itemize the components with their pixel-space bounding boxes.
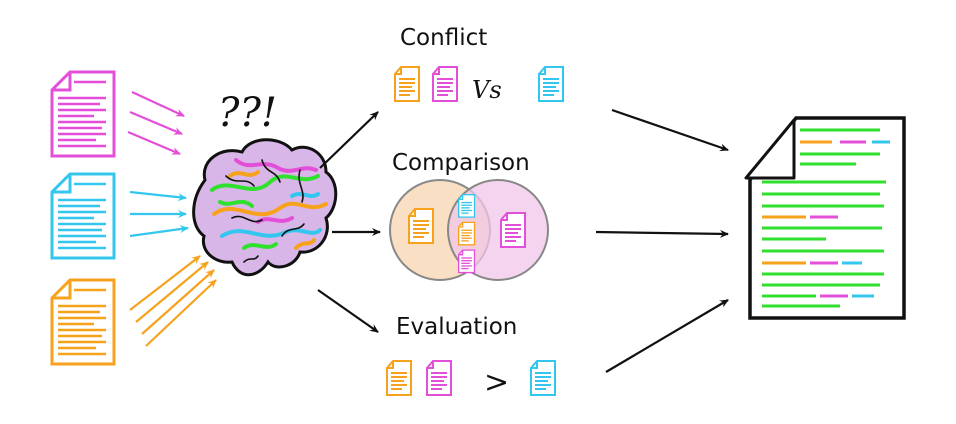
cyan-document-icon [50, 172, 116, 260]
magenta-arrow [129, 110, 183, 136]
orange-doc-icon [394, 66, 420, 102]
orange-doc-icon [408, 208, 434, 244]
cyan-arrows [129, 190, 189, 238]
magenta-doc-icon [426, 360, 452, 396]
orange-arrow [145, 279, 217, 347]
magenta-doc-icon [500, 212, 526, 248]
comparison-label: Comparison [392, 150, 530, 176]
greater-than-text: > [484, 365, 509, 400]
magenta-doc-icon [432, 66, 458, 102]
confusion-text: ??! [218, 90, 277, 136]
merged-document-icon [744, 116, 906, 320]
arrow-to-conflict [319, 111, 379, 169]
magenta-arrow [127, 130, 181, 156]
magenta-arrows [127, 91, 185, 156]
magenta-arrow [131, 91, 185, 117]
orange-arrow [129, 255, 201, 311]
magenta-document-icon [50, 70, 116, 158]
arrow-to-evaluation [317, 289, 379, 333]
magenta-doc-icon [458, 249, 476, 274]
cyan-arrow [129, 225, 189, 238]
cyan-doc-icon [538, 66, 564, 102]
cyan-doc-icon [530, 360, 556, 396]
cyan-arrow [129, 190, 187, 202]
orange-arrow [135, 261, 209, 323]
arrow-comparison-to-output [595, 229, 729, 238]
orange-arrow [141, 269, 215, 335]
orange-doc-icon [458, 221, 476, 246]
orange-arrows [129, 255, 217, 347]
arrow-evaluation-to-output [605, 299, 729, 373]
venn-diagram [389, 179, 549, 281]
orange-doc-icon [386, 360, 412, 396]
conflict-label: Conflict [400, 25, 487, 51]
orange-document-icon [50, 278, 116, 366]
brain-icon [192, 138, 338, 277]
arrow-conflict-to-output [611, 108, 729, 152]
cyan-doc-icon [458, 194, 476, 218]
versus-text: Vs [472, 76, 502, 104]
evaluation-label: Evaluation [396, 314, 517, 340]
